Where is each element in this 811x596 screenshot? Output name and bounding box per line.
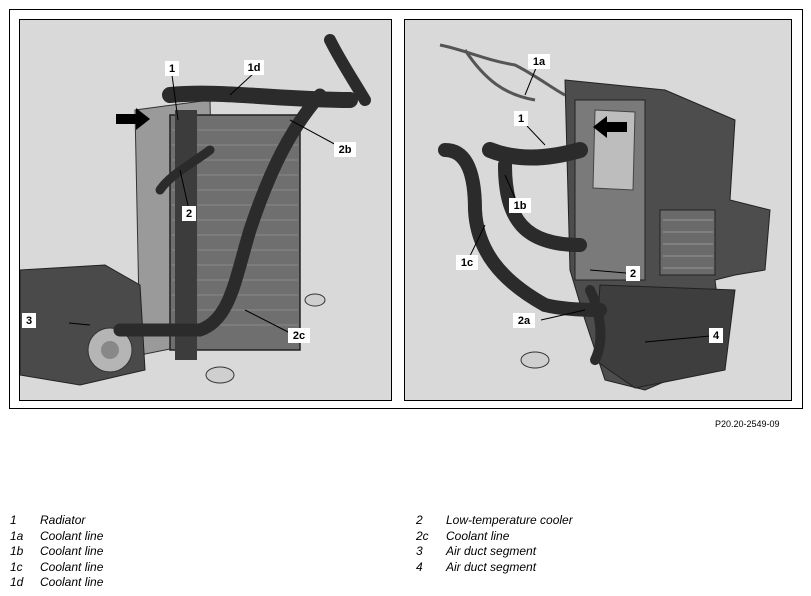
- svg-text:2b: 2b: [339, 144, 352, 156]
- callout-label: 1b: [509, 198, 531, 213]
- callout-label: 3: [22, 313, 36, 328]
- callout-label: 2b: [334, 142, 356, 157]
- callout-label: 2: [626, 266, 640, 281]
- callout-label: 1a: [528, 54, 550, 69]
- svg-text:2a: 2a: [518, 315, 531, 327]
- left-illustration-panel: 1 1d 2b 2 3 2c: [19, 19, 392, 401]
- svg-text:1: 1: [169, 63, 175, 75]
- callout-label: 2c: [288, 328, 310, 343]
- right-callout-layer: 1a 1 1b 1c 2 2a 4: [456, 54, 723, 343]
- callout-label: 1: [165, 61, 179, 76]
- left-callout-layer: 1 1d 2b 2 3 2c: [22, 60, 356, 343]
- callout-label: 2: [182, 206, 196, 221]
- svg-text:2: 2: [186, 208, 192, 220]
- callout-label: 1c: [456, 255, 478, 270]
- callout-label: 4: [709, 328, 723, 343]
- callout-label: 1: [514, 111, 528, 126]
- svg-text:1b: 1b: [514, 200, 527, 212]
- figure-id: P20.20-2549-09: [715, 419, 780, 429]
- svg-text:1: 1: [518, 113, 524, 125]
- svg-text:1c: 1c: [461, 257, 473, 269]
- right-illustration-panel: 1a 1 1b 1c 2 2a 4: [404, 19, 792, 401]
- svg-text:1a: 1a: [533, 56, 546, 68]
- svg-text:4: 4: [713, 330, 720, 342]
- left-radiator-illustration: [20, 34, 371, 386]
- svg-text:3: 3: [26, 315, 32, 327]
- svg-text:2c: 2c: [293, 330, 305, 342]
- svg-text:2: 2: [630, 268, 636, 280]
- callout-label: 1d: [244, 60, 264, 75]
- right-radiator-illustration: [438, 43, 771, 391]
- callout-label: 2a: [513, 313, 535, 328]
- svg-text:1d: 1d: [248, 62, 261, 74]
